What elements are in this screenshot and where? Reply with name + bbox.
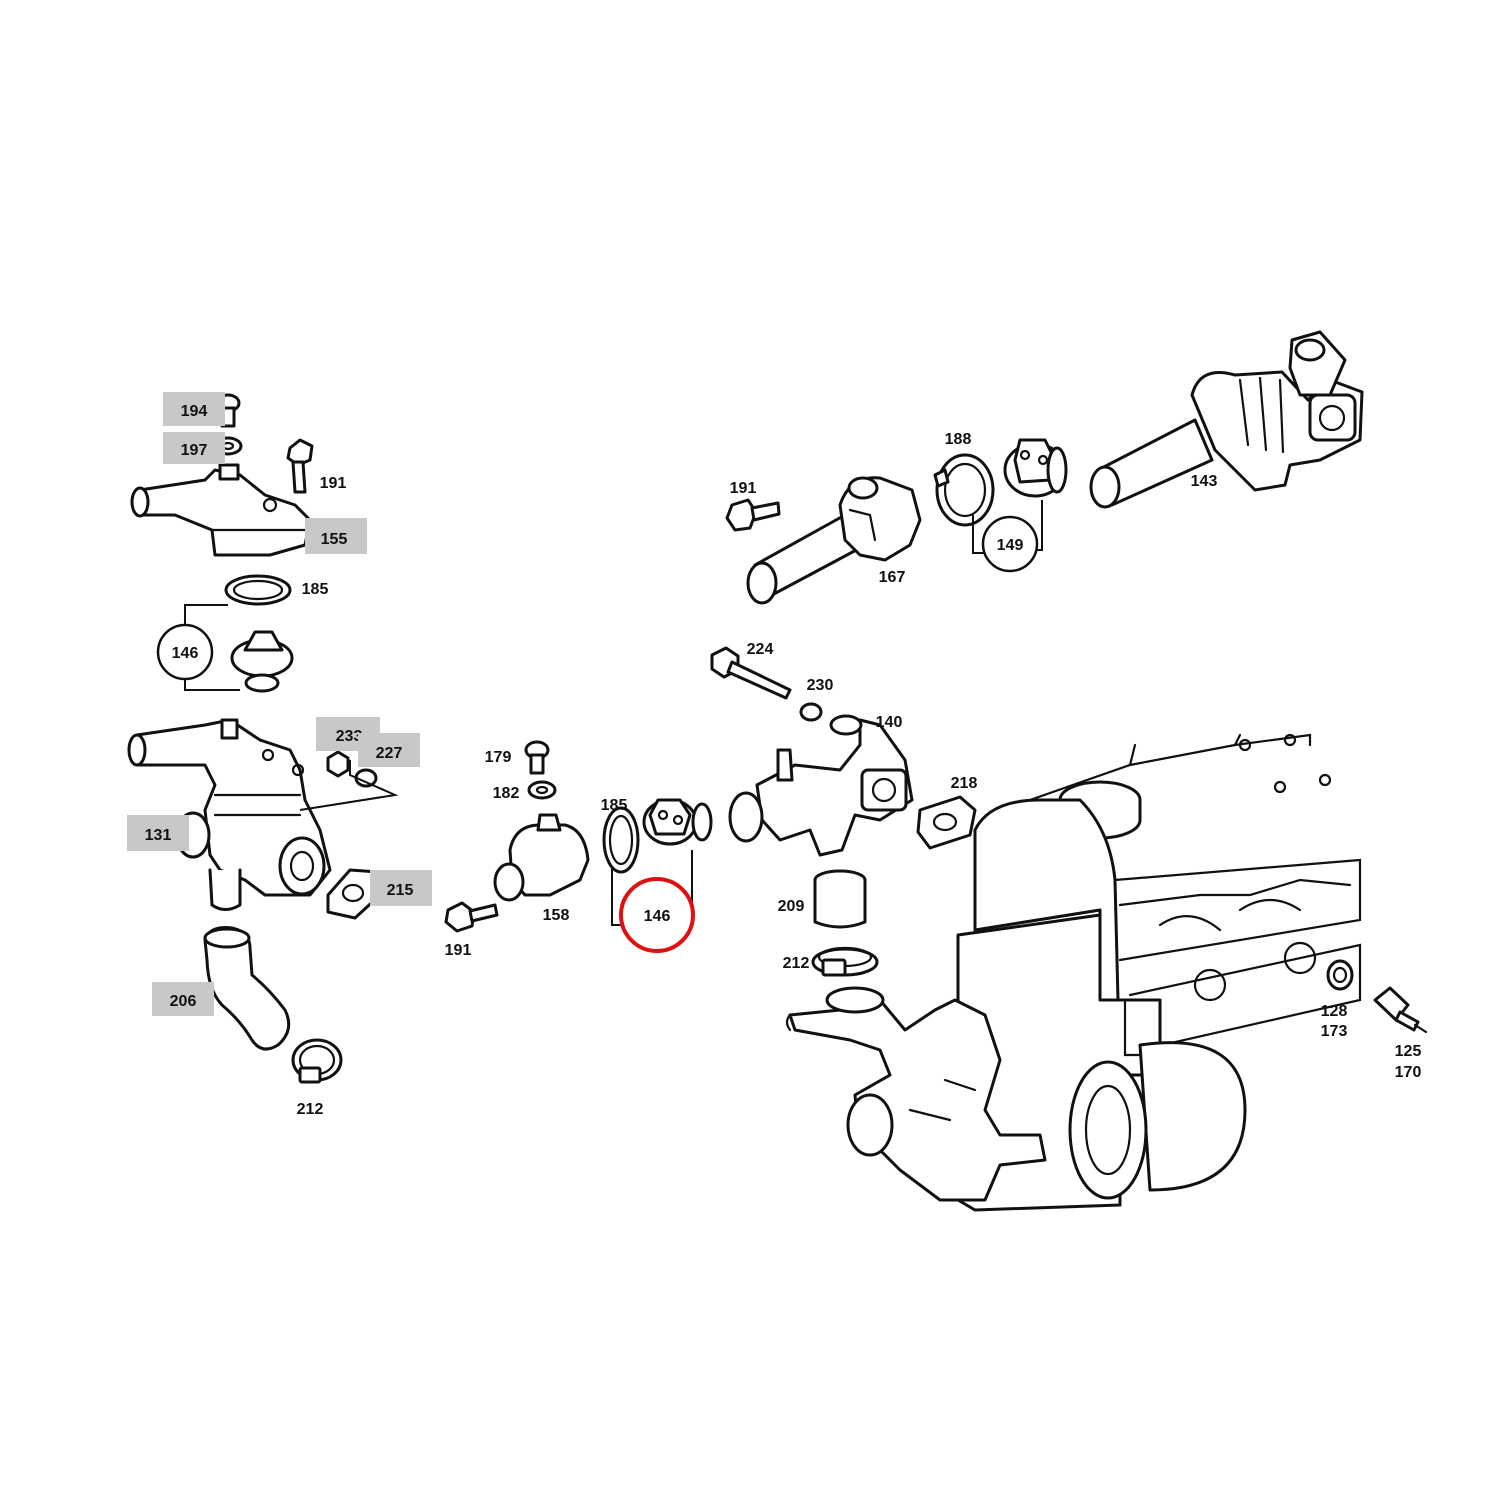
label-131[interactable]: 131 — [145, 827, 172, 844]
label-146-left[interactable]: 146 — [172, 645, 199, 662]
label-212-center[interactable]: 212 — [783, 955, 810, 972]
thermostat-149 — [1003, 438, 1068, 498]
bolt-191-left — [286, 438, 314, 494]
washer-128 — [1326, 959, 1354, 991]
highlight-206 — [152, 982, 214, 1016]
bolt-191-top — [725, 498, 781, 532]
labels: 194 197 191 155 185 146 233 227 131 215 … — [127, 392, 1421, 1118]
label-185-center[interactable]: 185 — [601, 797, 628, 814]
bolt-191-center — [444, 901, 499, 933]
label-185-left[interactable]: 185 — [302, 581, 329, 598]
label-155[interactable]: 155 — [321, 531, 348, 548]
label-143[interactable]: 143 — [1191, 473, 1218, 490]
clamp-212-center — [811, 946, 879, 977]
label-218[interactable]: 218 — [951, 775, 978, 792]
sensor-125 — [1373, 986, 1428, 1034]
thermostat-housing-143 — [1089, 330, 1364, 509]
label-140[interactable]: 140 — [876, 714, 903, 731]
label-191-top[interactable]: 191 — [730, 480, 757, 497]
label-209[interactable]: 209 — [778, 898, 805, 915]
highlight-194 — [163, 392, 225, 426]
label-194[interactable]: 194 — [181, 403, 208, 420]
label-179[interactable]: 179 — [485, 749, 512, 766]
thermostat-146-center — [642, 798, 713, 846]
callout-146-left[interactable] — [156, 623, 214, 681]
plug-179 — [524, 740, 550, 775]
label-191-center[interactable]: 191 — [445, 942, 472, 959]
label-233[interactable]: 233 — [336, 728, 363, 745]
clamp-212-left — [291, 1038, 343, 1084]
nut-233 — [326, 750, 350, 778]
highlight-215 — [370, 870, 432, 906]
thermostat-housing-140 — [728, 714, 914, 857]
label-215[interactable]: 215 — [387, 882, 414, 899]
sleeve-209 — [813, 869, 867, 929]
label-224[interactable]: 224 — [747, 641, 774, 658]
washer-230 — [799, 702, 823, 722]
gasket-218 — [916, 795, 977, 850]
highlight-227 — [358, 733, 420, 767]
label-170[interactable]: 170 — [1395, 1064, 1422, 1081]
cover-155 — [130, 463, 312, 557]
label-158[interactable]: 158 — [543, 907, 570, 924]
label-167[interactable]: 167 — [879, 569, 906, 586]
highlight-197 — [163, 432, 225, 464]
highlight-155 — [305, 518, 367, 554]
label-149[interactable]: 149 — [997, 537, 1024, 554]
thermostat-146-left — [230, 630, 294, 693]
water-pump-housing — [785, 986, 1047, 1202]
label-173[interactable]: 173 — [1321, 1023, 1348, 1040]
label-230[interactable]: 230 — [807, 677, 834, 694]
washer-182 — [527, 780, 557, 800]
label-197[interactable]: 197 — [181, 442, 208, 459]
gasket-ring-185-center — [602, 806, 640, 874]
label-188[interactable]: 188 — [945, 431, 972, 448]
gasket-ring-185-left — [224, 574, 292, 606]
gasket-ring-188 — [933, 453, 995, 527]
water-pump-131 — [127, 718, 332, 911]
hose-206 — [203, 926, 291, 1051]
label-146-selected[interactable]: 146 — [644, 908, 671, 925]
cover-167 — [746, 476, 922, 605]
cover-158 — [493, 813, 590, 902]
callout-146-selected[interactable] — [619, 877, 695, 953]
label-191-left[interactable]: 191 — [320, 475, 347, 492]
label-182[interactable]: 182 — [493, 785, 520, 802]
label-206[interactable]: 206 — [170, 993, 197, 1010]
label-128[interactable]: 128 — [1321, 1003, 1348, 1020]
label-212-left[interactable]: 212 — [297, 1101, 324, 1118]
callout-149[interactable] — [981, 515, 1039, 573]
bolt-224 — [710, 646, 792, 700]
label-227[interactable]: 227 — [376, 745, 403, 762]
highlight-131 — [127, 815, 189, 851]
label-125[interactable]: 125 — [1395, 1043, 1422, 1060]
